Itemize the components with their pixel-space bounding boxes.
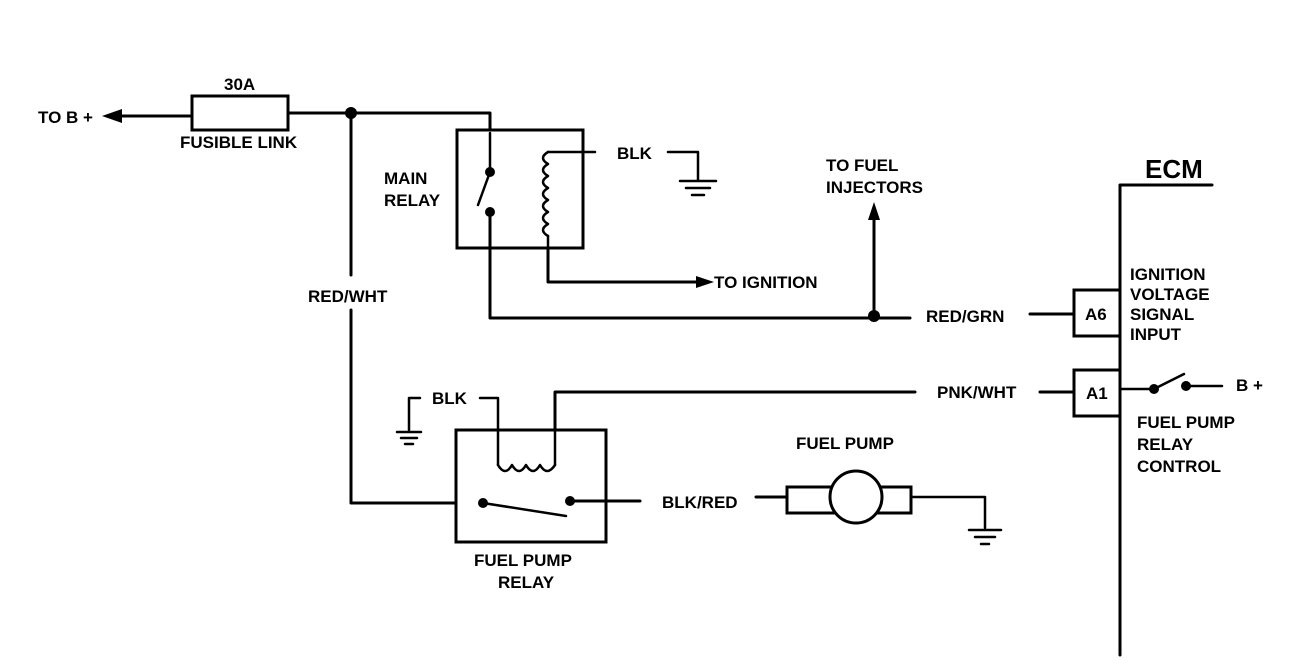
main-relay-label-line1: MAIN: [384, 169, 427, 188]
ecm-label: ECM: [1145, 154, 1203, 184]
fuel-pump-relay: [454, 428, 642, 544]
fuel-pump-relay-label-line2: RELAY: [498, 573, 555, 592]
main-feed-wire: [286, 107, 492, 505]
fpr-control-label-line2: RELAY: [1137, 435, 1194, 454]
fuel-pump-relay-label-line1: FUEL PUMP: [474, 551, 572, 570]
to-ignition-label: TO IGNITION: [714, 273, 818, 292]
fpr-control-label-line3: CONTROL: [1137, 457, 1221, 476]
ignition-voltage-label-line3: SIGNAL: [1130, 305, 1194, 324]
b-plus-right-label: B +: [1236, 376, 1263, 395]
to-fuel-injectors-label-line2: INJECTORS: [826, 178, 923, 197]
main-relay: [455, 128, 597, 250]
ignition-voltage-label-line4: INPUT: [1130, 325, 1182, 344]
blk-red-wire-label: BLK/RED: [662, 493, 738, 512]
ignition-voltage-label-line2: VOLTAGE: [1130, 285, 1210, 304]
pin-a6-box: [1072, 288, 1122, 338]
to-ignition-wire: [546, 246, 714, 288]
pnk-wht-wire-label: PNK/WHT: [937, 383, 1017, 402]
ground-symbol-top: [666, 150, 718, 197]
blk-bottom-label: BLK: [432, 389, 468, 408]
fuel-pump-label: FUEL PUMP: [796, 434, 894, 453]
fpr-control-label-line1: FUEL PUMP: [1137, 413, 1235, 432]
ground-symbol-bottom-left: [395, 396, 500, 446]
red-wht-wire-label: RED/WHT: [308, 287, 388, 306]
battery-feed-wire: [102, 109, 194, 123]
ecm-internal-switch: [1118, 372, 1224, 394]
to-fuel-injectors-label-line1: TO FUEL: [826, 156, 898, 175]
main-relay-label-line2: RELAY: [384, 191, 441, 210]
to-b-plus-label: TO B +: [38, 108, 93, 127]
pin-a6-label: A6: [1085, 305, 1107, 324]
fuel-pump-symbol: [785, 469, 913, 525]
blk-top-label: BLK: [617, 144, 653, 163]
pin-a1-label: A1: [1086, 384, 1108, 403]
pnk-wht-wire: [553, 390, 1076, 432]
red-grn-wire: [488, 202, 1076, 322]
ecm-boundary: [1118, 183, 1214, 657]
fusible-link-label: FUSIBLE LINK: [180, 133, 298, 152]
red-grn-wire-label: RED/GRN: [926, 307, 1004, 326]
ignition-voltage-label-line1: IGNITION: [1130, 265, 1206, 284]
ground-symbol-bottom-right: [909, 495, 1003, 546]
fusible-link-symbol: [190, 94, 290, 132]
fuse-rating-label: 30A: [224, 75, 255, 94]
